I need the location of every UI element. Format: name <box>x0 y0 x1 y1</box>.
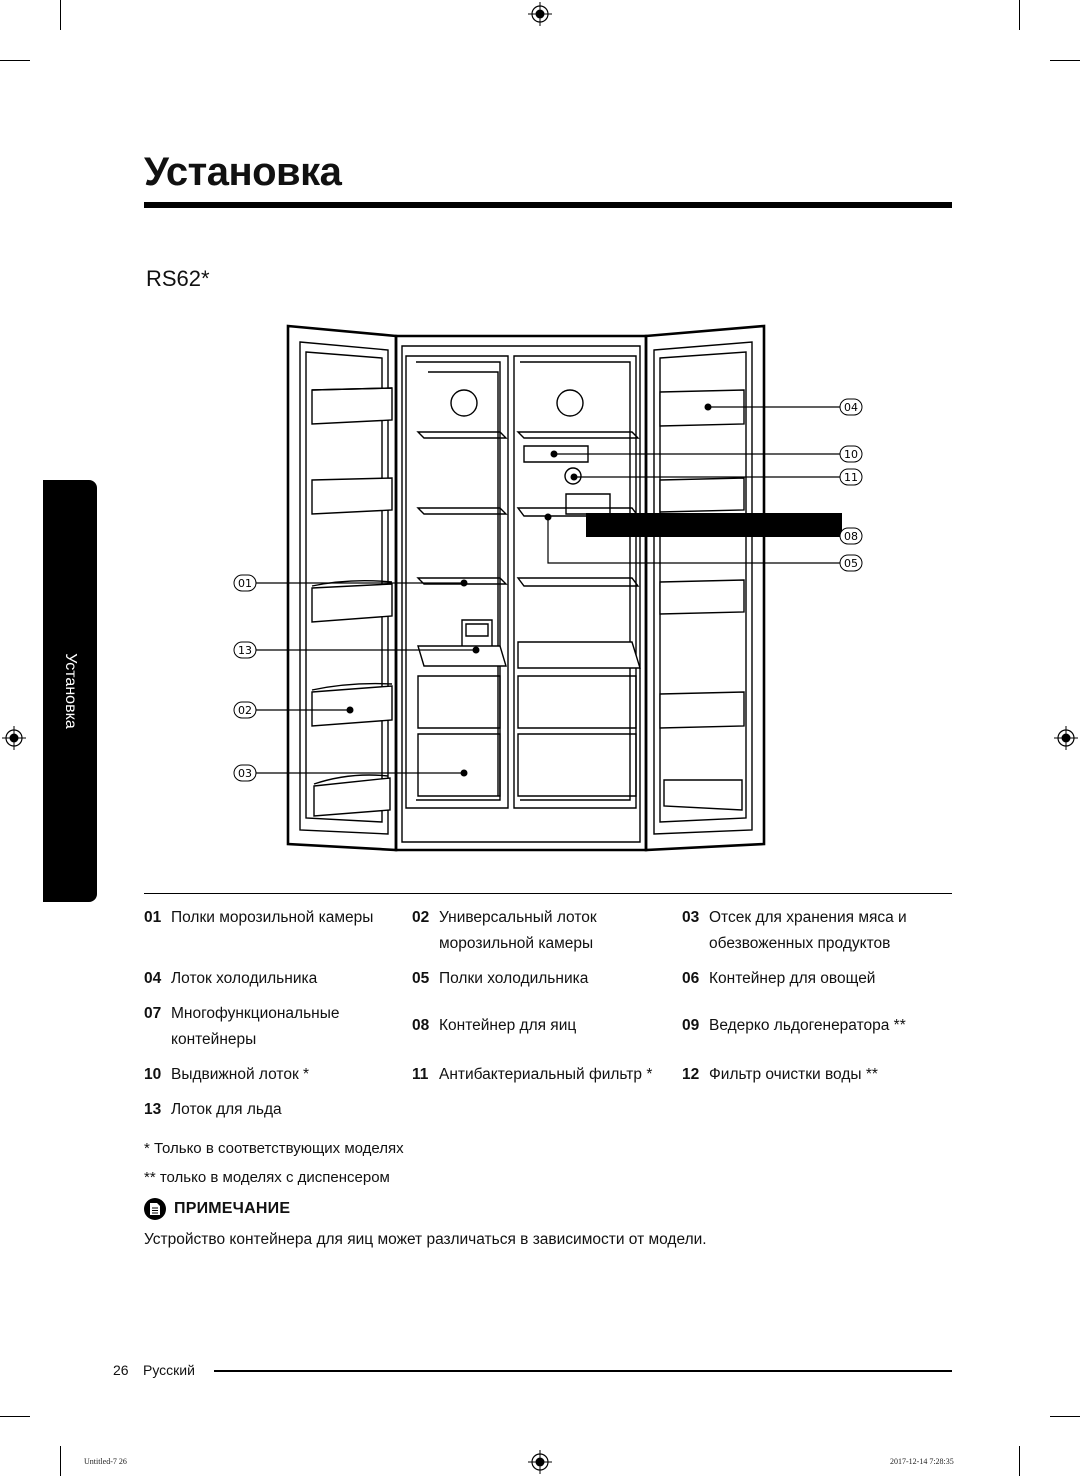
note-icon <box>144 1198 166 1220</box>
right-door-bin <box>663 779 743 811</box>
legend-item-09: 09 Ведерко льдогенератора ** <box>682 1017 906 1034</box>
crop-mark <box>60 0 61 30</box>
svg-text:02: 02 <box>238 704 252 717</box>
freezer-compartment <box>405 355 509 809</box>
right-door <box>644 324 766 852</box>
right-door-bin <box>659 579 745 615</box>
freezer-fan <box>450 389 478 417</box>
section-side-tab: Установка <box>43 480 97 902</box>
legend-item-10: 10 Выдвижной лоток * <box>144 1066 310 1083</box>
svg-text:01: 01 <box>238 577 252 590</box>
callout-08: 08 <box>839 527 863 545</box>
footer-rule <box>214 1370 952 1372</box>
svg-text:05: 05 <box>844 557 858 570</box>
note-text: Устройство контейнера для яиц может разл… <box>144 1231 707 1248</box>
svg-text:08: 08 <box>844 530 858 543</box>
registration-mark-icon <box>1054 726 1078 750</box>
left-door-bin <box>313 777 391 817</box>
callout-03: 03 <box>233 764 257 782</box>
crisper-cover <box>517 641 641 669</box>
legend-item-03: 03 Отсек для хранения мяса и обезвоженны… <box>682 909 907 952</box>
title-rule <box>144 202 952 208</box>
refrigerator-diagram: 01 13 02 03 04 10 11 08 05 <box>233 324 863 852</box>
legend-item-04: 04 Лоток холодильника <box>144 970 318 987</box>
right-door-bin <box>659 389 745 427</box>
footnote-dispenser: ** только в моделях с диспенсером <box>144 1169 390 1186</box>
callout-02: 02 <box>233 701 257 719</box>
legend-item-07: 07 Многофункциональные контейнеры <box>144 1005 340 1048</box>
left-door-bin <box>311 583 393 623</box>
legend-item-05: 05 Полки холодильника <box>412 970 589 987</box>
note-title: ПРИМЕЧАНИЕ <box>174 1200 291 1217</box>
callout-10: 10 <box>839 445 863 463</box>
callout-11: 11 <box>839 468 863 486</box>
svg-text:13: 13 <box>238 644 252 657</box>
legend-item-08: 08 Контейнер для яиц <box>412 1017 577 1034</box>
svg-text:10: 10 <box>844 448 858 461</box>
page-title: Установка <box>144 150 342 194</box>
legend-item-01: 01 Полки морозильной камеры <box>144 909 374 926</box>
svg-text:03: 03 <box>238 767 252 780</box>
crop-mark <box>1050 1416 1080 1417</box>
legend-item-11: 11 Антибактериальный фильтр * <box>412 1066 653 1083</box>
crisper-drawer <box>517 675 637 729</box>
model-name: RS62* <box>146 266 210 291</box>
antibacterial-filter <box>564 467 582 485</box>
callout-01: 01 <box>233 574 257 592</box>
left-door-bin <box>311 387 393 425</box>
side-tab-label: Установка <box>62 653 79 729</box>
callout-04: 04 <box>839 398 863 416</box>
crop-mark <box>60 1446 61 1476</box>
fridge-fan <box>556 389 584 417</box>
legend-item-02: 02 Универсальный лоток морозильной камер… <box>412 909 597 952</box>
right-door-bin <box>659 691 745 729</box>
legend-rule <box>144 893 952 894</box>
freezer-drawer <box>417 675 501 729</box>
registration-mark-icon <box>2 726 26 750</box>
crop-mark <box>1050 60 1080 61</box>
fridge-compartment <box>513 355 637 809</box>
crop-mark <box>1019 1446 1020 1476</box>
left-door-bin <box>311 477 393 515</box>
print-slug-right: 2017-12-14 7:28:35 <box>890 1457 954 1466</box>
crop-mark <box>0 1416 30 1417</box>
callout-05: 05 <box>839 554 863 572</box>
freezer-drawer <box>417 733 501 797</box>
print-slug-left: Untitled-7 26 <box>84 1457 127 1466</box>
footnote-models: * Только в соответствующих моделях <box>144 1140 404 1157</box>
note-header: ПРИМЕЧАНИЕ <box>144 1198 290 1220</box>
left-door-bin <box>311 685 393 727</box>
legend-item-06: 06 Контейнер для овощей <box>682 970 876 987</box>
page-number: 26 <box>113 1362 129 1378</box>
crop-mark <box>1019 0 1020 30</box>
svg-text:11: 11 <box>844 471 858 484</box>
crop-mark <box>0 60 30 61</box>
page-language: Русский <box>143 1362 195 1378</box>
legend-item-13: 13 Лоток для льда <box>144 1101 282 1118</box>
meat-drawer <box>517 733 637 797</box>
registration-mark-icon <box>528 2 552 26</box>
svg-text:04: 04 <box>844 401 858 414</box>
registration-mark-icon <box>528 1450 552 1474</box>
right-door-bin <box>659 477 745 513</box>
legend-item-12: 12 Фильтр очистки воды ** <box>682 1066 878 1083</box>
callout-13: 13 <box>233 641 257 659</box>
egg-container-bar <box>586 513 842 537</box>
